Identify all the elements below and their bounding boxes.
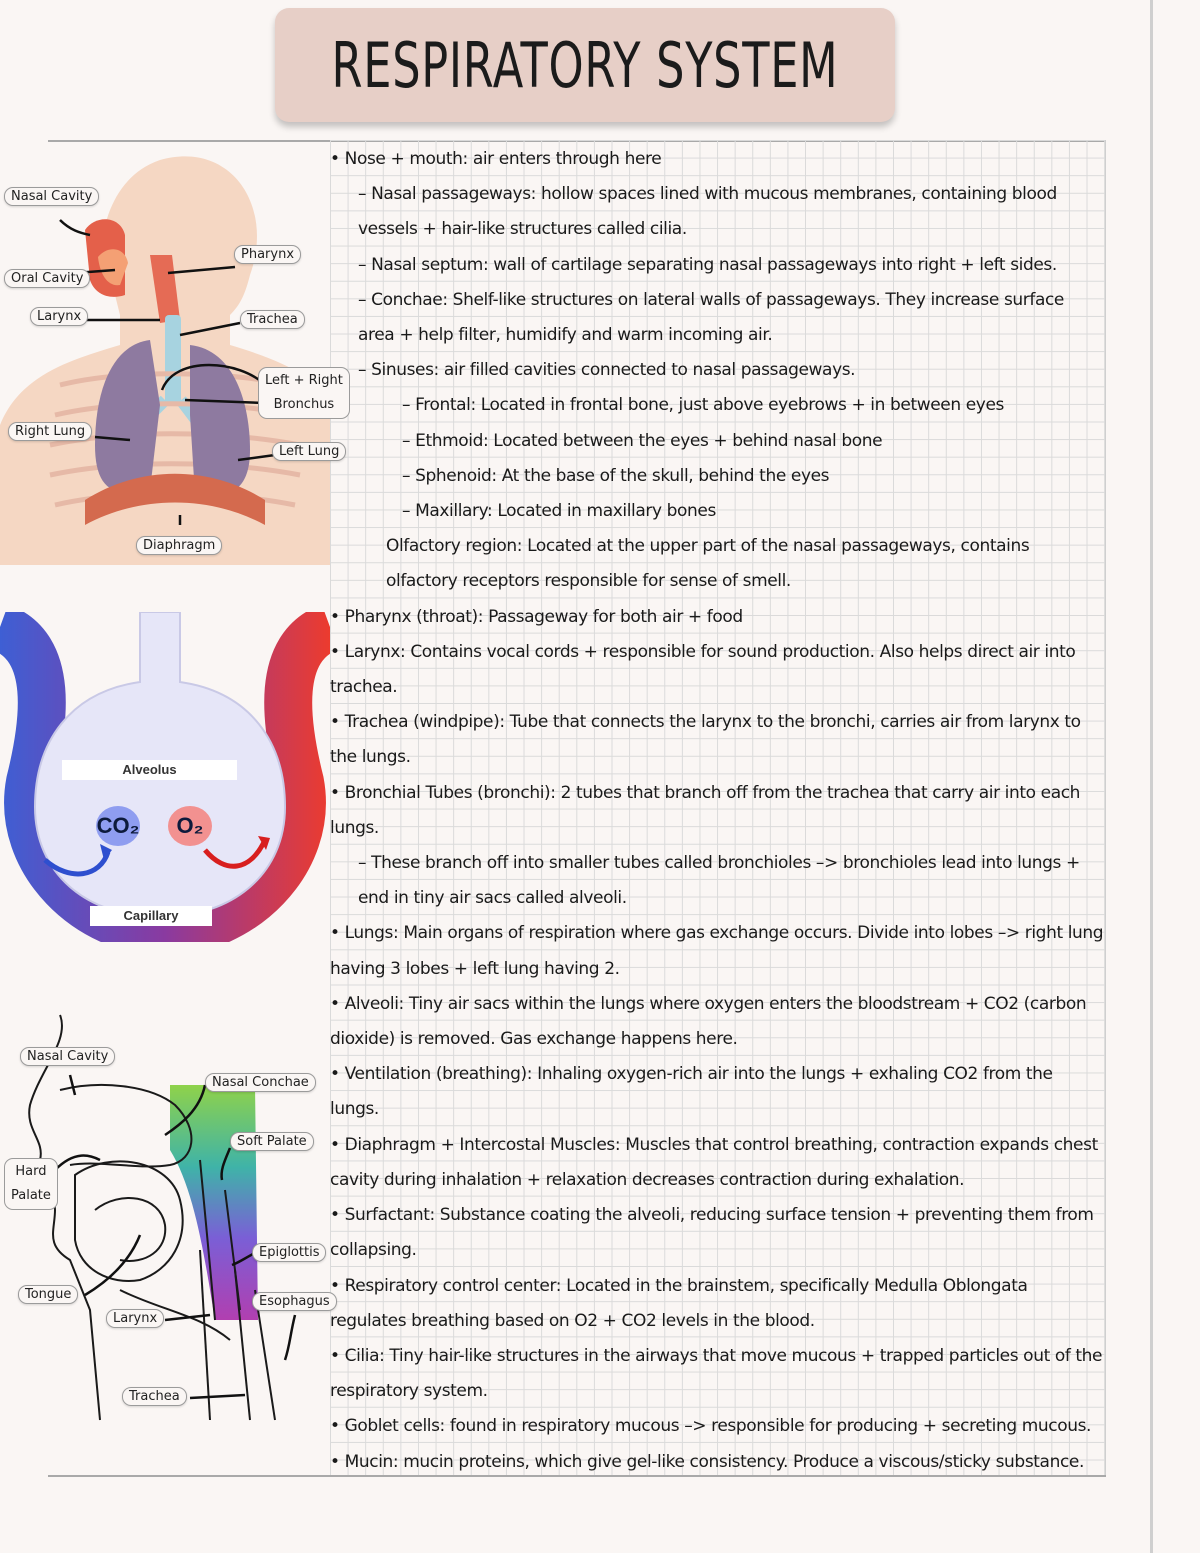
note-frontal: – Frontal: Located in frontal bone, just… (402, 395, 1004, 416)
label-right-lung: Right Lung (8, 422, 93, 441)
o2-molecule: O₂ (168, 806, 212, 846)
note-respiratory-control-center: • Respiratory control center: Located in… (330, 1275, 1028, 1331)
note-trachea: • Trachea (windpipe): Tube that connects… (330, 712, 1081, 768)
note-lungs: • Lungs: Main organs of respiration wher… (330, 923, 1104, 979)
grid-paper (330, 140, 1106, 1475)
note-ethmoid: – Ethmoid: Located between the eyes + be… (402, 430, 883, 451)
label-soft-palate: Soft Palate (230, 1132, 314, 1151)
label-diaphragm: Diaphragm (136, 536, 223, 555)
label-oral-cavity: Oral Cavity (4, 269, 91, 288)
title-banner: RESPIRATORY SYSTEM (275, 8, 895, 122)
page-title: RESPIRATORY SYSTEM (331, 28, 839, 102)
label-esophagus: Esophagus (252, 1292, 337, 1311)
note-goblet-cells: • Goblet cells: found in respiratory muc… (330, 1416, 1092, 1437)
note-olfactory-region: Olfactory region: Located at the upper p… (386, 536, 1030, 592)
label-trachea: Trachea (240, 310, 305, 329)
respiratory-anatomy-diagram (0, 156, 330, 565)
label-larynx: Larynx (30, 307, 89, 326)
label-alveolus: Alveolus (62, 760, 237, 780)
notes-list: • Nose + mouth: air enters through here … (330, 142, 1105, 1480)
note-sinuses: – Sinuses: air filled cavities connected… (358, 360, 856, 381)
label-left-lung: Left Lung (272, 442, 347, 461)
page-edge-rule (1150, 0, 1153, 1553)
label-capillary: Capillary (90, 906, 212, 926)
note-larynx: • Larynx: Contains vocal cords + respons… (330, 641, 1076, 698)
label-tongue: Tongue (18, 1285, 79, 1304)
label-hard-palate-line1: Hard (15, 1164, 47, 1179)
label-nasal-conchae: Nasal Conchae (205, 1073, 316, 1092)
bottom-divider (48, 1475, 1106, 1477)
note-surfactant: • Surfactant: Substance coating the alve… (330, 1205, 1094, 1261)
label-nasal-cavity: Nasal Cavity (4, 187, 100, 206)
note-nasal-septum: – Nasal septum: wall of cartilage separa… (358, 254, 1057, 275)
label-pharynx: Pharynx (234, 245, 302, 264)
note-cilia: • Cilia: Tiny hair-like structures in th… (330, 1345, 1103, 1402)
note-pharynx: • Pharynx (throat): Passageway for both … (330, 606, 743, 627)
label-bronchus-line2: Bronchus (273, 397, 335, 412)
label-hard-palate: Hard Palate (4, 1158, 58, 1210)
note-alveoli: • Alveoli: Tiny air sacs within the lung… (330, 993, 1087, 1050)
note-mucin: • Mucin: mucin proteins, which give gel-… (330, 1451, 1084, 1472)
label-bronchus: Left + Right Bronchus (258, 367, 350, 419)
note-nose-mouth: • Nose + mouth: air enters through here (330, 149, 662, 169)
label-bronchus-line1: Left + Right (265, 373, 343, 388)
label-head-nasal-cavity: Nasal Cavity (20, 1047, 116, 1066)
label-hard-palate-line2: Palate (11, 1188, 51, 1203)
co2-molecule: CO₂ (96, 806, 140, 846)
note-bronchial-tubes: • Bronchial Tubes (bronchi): 2 tubes tha… (330, 782, 1081, 838)
label-head-trachea: Trachea (122, 1387, 187, 1406)
label-epiglottis: Epiglottis (252, 1243, 327, 1262)
note-bronchioles: – These branch off into smaller tubes ca… (358, 853, 1080, 909)
note-conchae: – Conchae: Shelf-like structures on late… (358, 289, 1064, 346)
label-head-larynx: Larynx (106, 1309, 165, 1328)
note-maxillary: – Maxillary: Located in maxillary bones (402, 501, 716, 522)
note-ventilation: • Ventilation (breathing): Inhaling oxyg… (330, 1064, 1053, 1120)
note-sphenoid: – Sphenoid: At the base of the skull, be… (402, 465, 830, 486)
note-nasal-passageways: – Nasal passageways: hollow spaces lined… (358, 184, 1057, 240)
note-diaphragm-muscles: • Diaphragm + Intercostal Muscles: Muscl… (330, 1134, 1098, 1190)
